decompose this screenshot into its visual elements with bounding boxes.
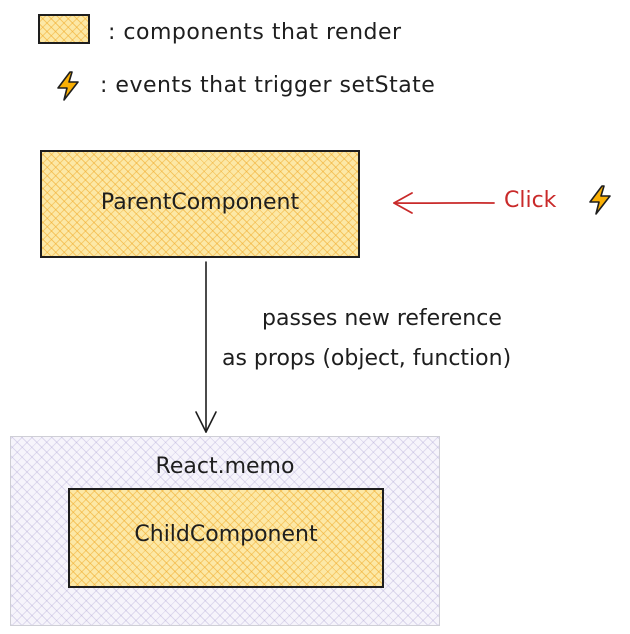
edge-label-line1: passes new reference [262,306,502,331]
legend-render-swatch [38,14,90,44]
parent-component-box [40,150,360,258]
react-memo-label: React.memo [155,454,295,479]
parent-component-label: ParentComponent [100,190,300,215]
props-arrow [195,261,217,433]
edge-label-line2: as props (object, function) [222,346,512,371]
click-arrow [393,192,495,214]
click-label: Click [504,188,557,213]
legend-render-label: : components that render [108,20,402,45]
lightning-bolt-icon [57,71,79,101]
lightning-bolt-icon [589,185,611,215]
child-component-box [68,488,384,588]
legend-event-label: : events that trigger setState [100,73,436,98]
child-component-label: ChildComponent [134,522,318,547]
